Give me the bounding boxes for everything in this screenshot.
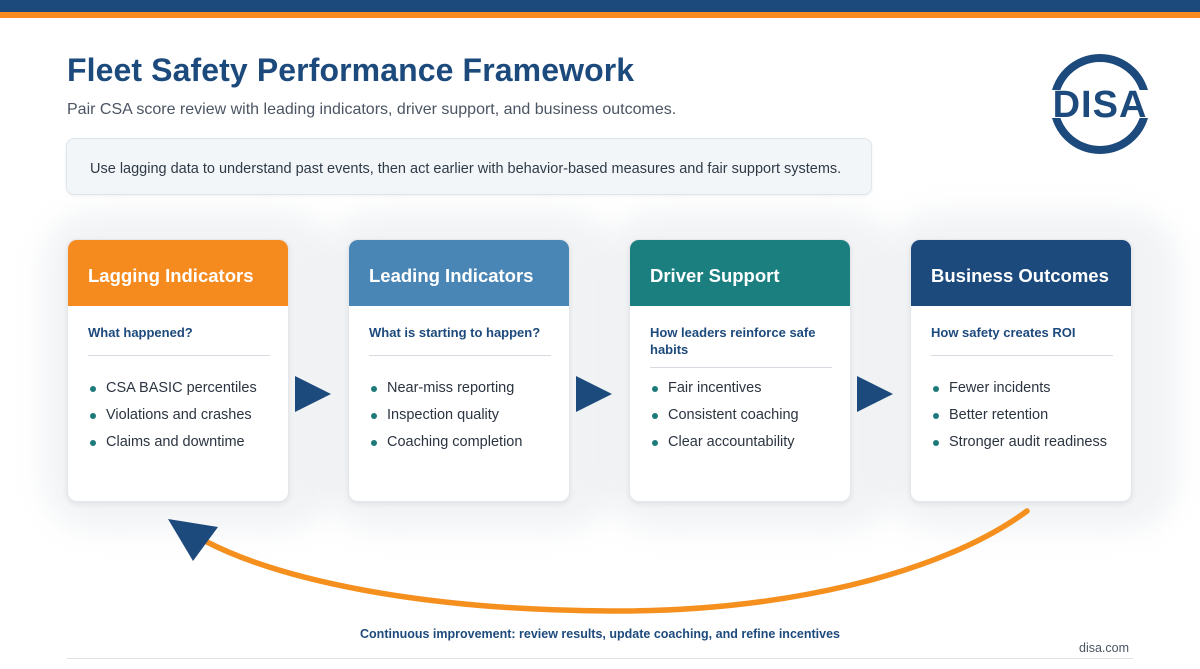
list-item: Fair incentives: [650, 375, 799, 402]
card-list: CSA BASIC percentiles Violations and cra…: [88, 375, 257, 456]
card-divider: [650, 367, 832, 368]
callout-text: Use lagging data to understand past even…: [90, 161, 842, 177]
card-divider: [931, 355, 1113, 356]
list-item: Fewer incidents: [931, 375, 1107, 402]
card-divider: [369, 355, 551, 356]
list-item: Violations and crashes: [88, 402, 257, 429]
top-band-orange: [0, 12, 1200, 18]
list-item: Stronger audit readiness: [931, 429, 1107, 456]
card-question: What is starting to happen?: [369, 325, 541, 340]
list-item: Better retention: [931, 402, 1107, 429]
card-list: Fewer incidents Better retention Stronge…: [931, 375, 1107, 456]
list-item: Claims and downtime: [88, 429, 257, 456]
card-leading-indicators: Leading Indicators What is starting to h…: [348, 239, 570, 502]
card-header: Driver Support: [630, 240, 850, 306]
card-question: What happened?: [88, 325, 193, 340]
flow-arrow-icon: [857, 376, 893, 412]
feedback-loop-curve: [202, 508, 1030, 614]
card-divider: [88, 355, 270, 356]
page-title: Fleet Safety Performance Framework: [67, 52, 635, 88]
flow-arrow-icon: [576, 376, 612, 412]
logo-text: DISA: [1053, 84, 1148, 126]
list-item: Clear accountability: [650, 429, 799, 456]
top-band-navy: [0, 0, 1200, 12]
callout-box: Use lagging data to understand past even…: [66, 138, 872, 195]
list-item: CSA BASIC percentiles: [88, 375, 257, 402]
card-header: Lagging Indicators: [68, 240, 288, 306]
footer-divider: [67, 658, 1133, 659]
loop-caption: Continuous improvement: review results, …: [360, 627, 840, 641]
flow-arrow-icon: [295, 376, 331, 412]
card-business-outcomes: Business Outcomes How safety creates ROI…: [910, 239, 1132, 502]
footer-url: disa.com: [1079, 641, 1130, 655]
card-header: Leading Indicators: [349, 240, 569, 306]
page-subtitle: Pair CSA score review with leading indic…: [67, 101, 677, 118]
list-item: Consistent coaching: [650, 402, 799, 429]
card-list: Fair incentives Consistent coaching Clea…: [650, 375, 799, 456]
card-list: Near-miss reporting Inspection quality C…: [369, 375, 522, 456]
card-header: Business Outcomes: [911, 240, 1131, 306]
list-item: Inspection quality: [369, 402, 522, 429]
card-driver-support: Driver Support How leaders reinforce saf…: [629, 239, 851, 502]
list-item: Near-miss reporting: [369, 375, 522, 402]
list-item: Coaching completion: [369, 429, 522, 456]
card-lagging-indicators: Lagging Indicators What happened? CSA BA…: [67, 239, 289, 502]
card-question: How leaders reinforce safe habits: [650, 325, 816, 357]
disa-logo: DISA: [1046, 54, 1154, 154]
card-question: How safety creates ROI: [931, 325, 1076, 340]
